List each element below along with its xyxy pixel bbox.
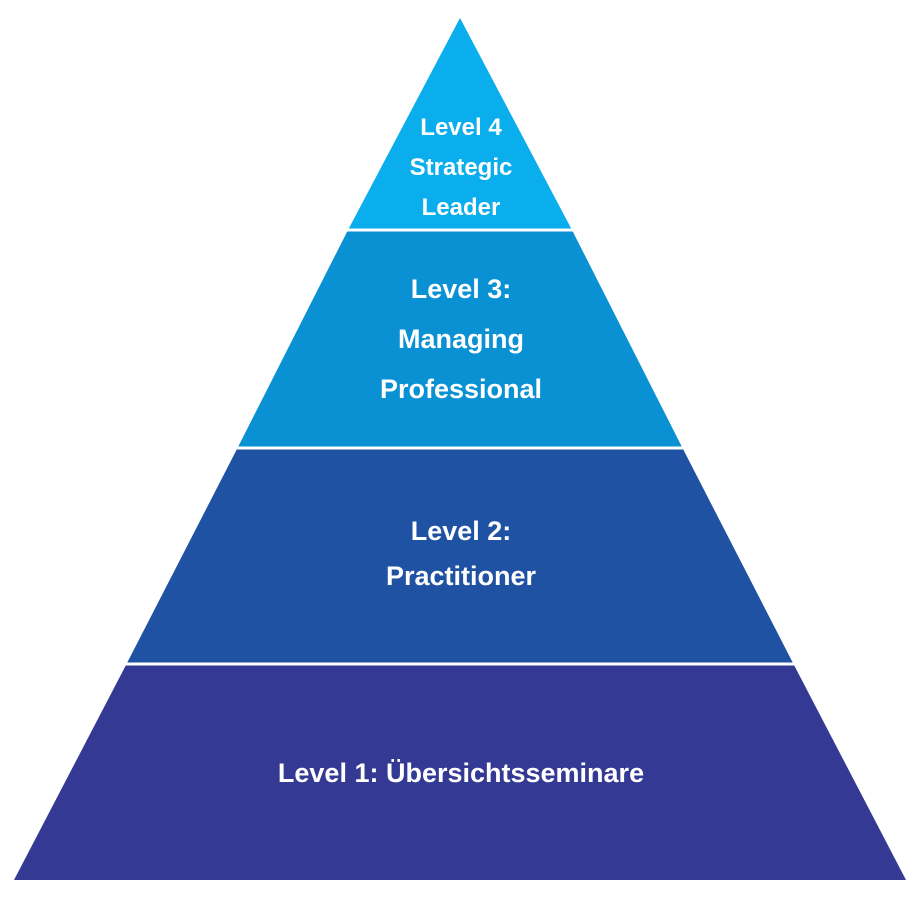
- level-3-label: Level 3: Managing Professional: [0, 264, 922, 414]
- level-3-line-3: Professional: [379, 374, 543, 404]
- level-2-line-1: Level 2:: [410, 516, 512, 546]
- pyramid-tier-level-2: [126, 449, 794, 665]
- level-1-label: Level 1: Übersichtsseminare: [0, 749, 922, 797]
- level-2-label: Level 2: Practitioner: [0, 509, 922, 599]
- level-1-line-1: Level 1: Übersichtsseminare: [277, 758, 645, 788]
- level-3-line-1: Level 3:: [410, 274, 512, 304]
- pyramid-tier-level-3: [237, 230, 683, 449]
- level-2-line-2: Practitioner: [385, 561, 537, 591]
- pyramid-tier-level-4: [348, 18, 572, 230]
- level-4-label: Level 4 Strategic Leader: [0, 108, 922, 228]
- level-4-line-2: Strategic: [409, 154, 513, 181]
- level-4-line-3: Leader: [421, 194, 501, 221]
- level-4-line-1: Level 4: [420, 114, 502, 141]
- pyramid-tier-level-1: [14, 665, 906, 880]
- level-3-line-2: Managing: [398, 324, 524, 354]
